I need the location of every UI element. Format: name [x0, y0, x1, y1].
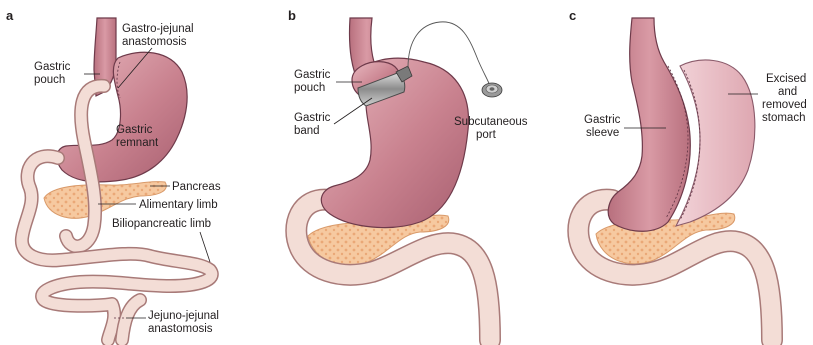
panel-b: b Gastric pouch Gastric b	[288, 8, 531, 340]
label-biliopancreatic-limb: Biliopancreatic limb	[112, 218, 211, 230]
label-gastric-pouch-b: Gastric pouch	[294, 69, 334, 94]
subcutaneous-port	[482, 83, 502, 97]
panel-c: c Gastric sleeve Excised and removed sto…	[569, 8, 810, 340]
label-jejuno-jejunal: Jejuno-jejunal anastomosis	[148, 310, 222, 335]
label-gastric-pouch-a: Gastric pouch	[34, 61, 74, 86]
panel-letter-a: a	[6, 8, 14, 23]
label-gastro-jejunal: Gastro-jejunal anastomosis	[122, 23, 197, 48]
label-gastric-sleeve: Gastric sleeve	[584, 114, 624, 139]
label-gastric-remnant: Gastric remnant	[116, 124, 159, 149]
leader-biliopancreatic-limb	[200, 232, 210, 262]
panel-letter-c: c	[569, 8, 576, 23]
panel-letter-b: b	[288, 8, 296, 23]
label-alimentary-limb: Alimentary limb	[139, 199, 218, 211]
label-excised-stomach: Excised and removed stomach	[762, 73, 810, 124]
label-gastric-band: Gastric band	[294, 112, 334, 137]
label-pancreas-a: Pancreas	[172, 181, 221, 193]
panel-a: a Gastro-jejunal anastomosis Gastric pou…	[6, 8, 222, 340]
